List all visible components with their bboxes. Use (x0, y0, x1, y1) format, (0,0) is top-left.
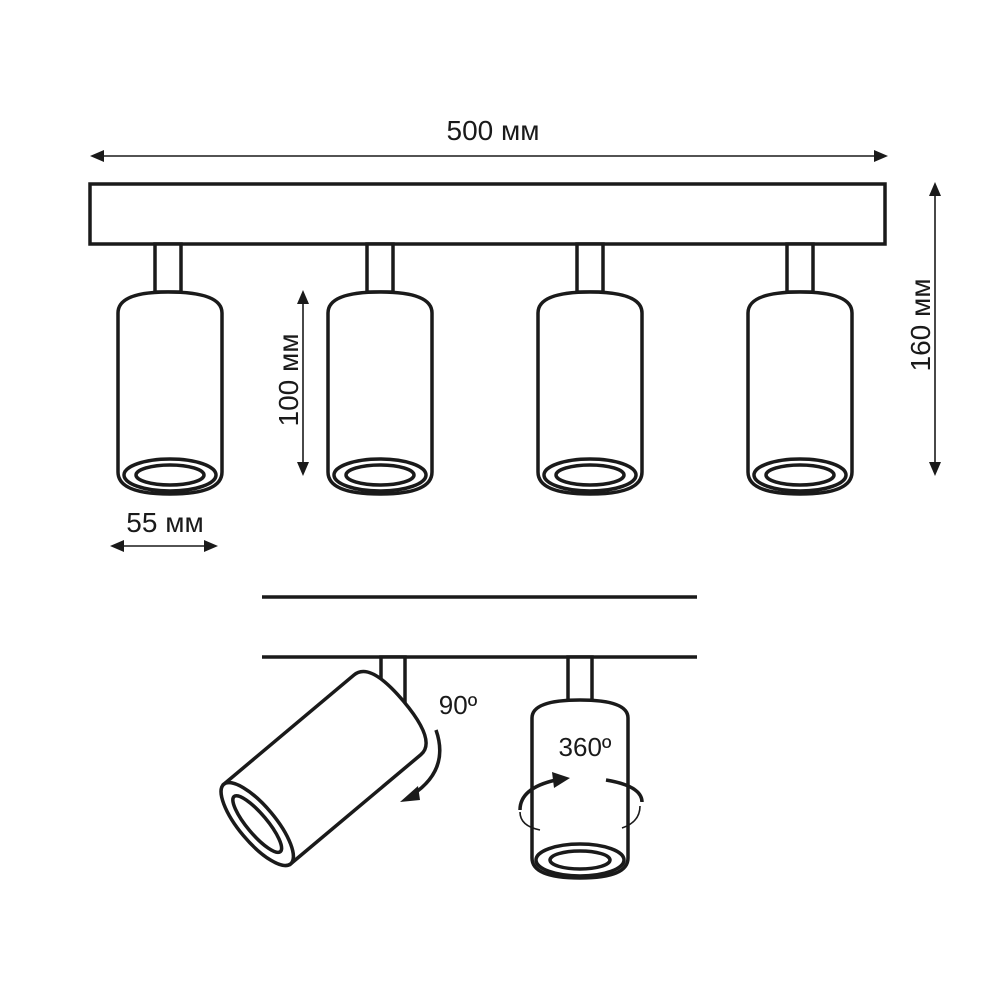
shade-diameter-label: 55 мм (126, 507, 203, 538)
spotlight-stem (153, 242, 183, 294)
spotlight-stem (365, 242, 395, 294)
spotlight-shade (326, 290, 434, 496)
spotlight-lens-outer (542, 457, 638, 493)
spotlight-lens-inner (231, 793, 284, 855)
spotlight-lens-outer (534, 842, 626, 878)
swivel-arrow-icon (518, 772, 644, 831)
spotlight-lens-inner (548, 849, 612, 871)
rotating-spotlight (530, 655, 630, 880)
width-dimension: 500 мм (90, 115, 888, 162)
swivel-label: 360º (559, 732, 612, 762)
height-label: 160 мм (905, 279, 936, 372)
spotlight-lens-outer (752, 457, 848, 493)
spotlight-3 (536, 242, 644, 496)
tilt-label: 90º (439, 690, 478, 720)
tilted-spotlight (219, 655, 428, 868)
mounting-bar (88, 182, 887, 246)
spotlight-1 (116, 242, 224, 496)
spotlight-lens-outer (122, 457, 218, 493)
spotlight-stem (785, 242, 815, 294)
spotlight-lens-outer (219, 780, 296, 868)
spotlight-2 (326, 242, 434, 496)
shade-diameter-dimension: 55 мм (110, 507, 218, 552)
spotlight-shade (530, 698, 630, 880)
width-label: 500 мм (447, 115, 540, 146)
spotlight-shade (746, 290, 854, 496)
spotlight-shade (116, 290, 224, 496)
spotlight-lens-inner (554, 463, 626, 487)
spotlight-stem (566, 655, 594, 703)
spotlight-4 (746, 242, 854, 496)
spotlight-lens-inner (764, 463, 836, 487)
shade-height-label: 100 мм (273, 334, 304, 427)
height-dimension: 160 мм (905, 182, 941, 476)
spotlight-shade (536, 290, 644, 496)
tilt-arrow-icon (400, 729, 442, 802)
shade-height-dimension: 100 мм (273, 290, 309, 476)
spotlight-lens-inner (344, 463, 416, 487)
spotlight-stem (575, 242, 605, 294)
spotlight-lens-outer (332, 457, 428, 493)
spotlight-lens-inner (134, 463, 206, 487)
